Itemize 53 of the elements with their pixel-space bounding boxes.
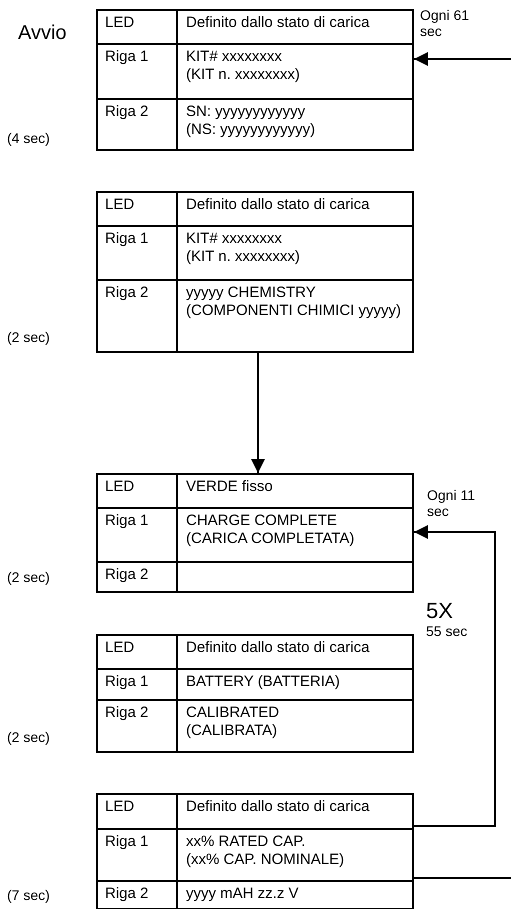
duration-label: (7 sec): [7, 887, 50, 904]
cell-value: Definito dallo stato di carica: [186, 196, 370, 214]
repeat-count: 5X: [426, 598, 453, 623]
cell-value: CHARGE COMPLETE: [186, 512, 337, 530]
cell-value: yyyyy CHEMISTRY: [186, 284, 316, 302]
start-label: Avvio: [18, 22, 67, 45]
row-label: LED: [105, 639, 134, 657]
row-label: LED: [105, 196, 134, 214]
display-table: [96, 473, 414, 593]
row-label: LED: [105, 14, 134, 32]
cell-value: BATTERY (BATTERIA): [186, 673, 340, 691]
cell-value: CALIBRATED: [186, 704, 280, 722]
cell-value: (CALIBRATA): [186, 722, 278, 740]
arrow: [414, 525, 496, 827]
row-label: Riga 1: [105, 673, 148, 691]
arrow: [251, 353, 265, 473]
row-label: Riga 1: [105, 512, 148, 530]
row-label: Riga 1: [105, 48, 148, 66]
cell-value: VERDE fisso: [186, 478, 273, 496]
row-label: Riga 2: [105, 704, 148, 722]
cell-value: (KIT n. xxxxxxxx): [186, 248, 300, 266]
display-table: [96, 191, 414, 353]
cell-value: SN: yyyyyyyyyyyy: [186, 103, 306, 121]
row-label: Riga 1: [105, 833, 148, 851]
cell-value: KIT# xxxxxxxx: [186, 48, 282, 66]
cell-value: (COMPONENTI CHIMICI yyyyy): [186, 302, 401, 320]
row-label: Riga 2: [105, 284, 148, 302]
duration-label: (2 sec): [7, 729, 50, 746]
display-table: [96, 793, 414, 909]
cell-value: (xx% CAP. NOMINALE): [186, 851, 344, 869]
arrow: [414, 52, 511, 66]
row-label: Riga 1: [105, 230, 148, 248]
duration-label: (2 sec): [7, 569, 50, 586]
duration-label: (2 sec): [7, 329, 50, 346]
cell-value: Definito dallo stato di carica: [186, 798, 370, 816]
cell-value: yyyy mAH zz.z V: [186, 885, 299, 903]
cell-value: Definito dallo stato di carica: [186, 639, 370, 657]
cell-value: (KIT n. xxxxxxxx): [186, 66, 300, 84]
cell-value: Definito dallo stato di carica: [186, 14, 370, 32]
cell-value: xx% RATED CAP.: [186, 833, 306, 851]
row-label: Riga 2: [105, 103, 148, 121]
cell-value: (NS: yyyyyyyyyyyy): [186, 121, 316, 139]
row-label: Riga 2: [105, 885, 148, 903]
duration-label: 55 sec: [426, 623, 468, 640]
row-label: LED: [105, 478, 134, 496]
cell-value: (CARICA COMPLETATA): [186, 530, 354, 548]
display-table: [96, 9, 414, 151]
row-label: Riga 2: [105, 566, 148, 584]
connector-line: [414, 877, 511, 879]
duration-label: (4 sec): [7, 130, 50, 147]
display-table: [96, 634, 414, 753]
row-label: LED: [105, 798, 134, 816]
cell-value: KIT# xxxxxxxx: [186, 230, 282, 248]
